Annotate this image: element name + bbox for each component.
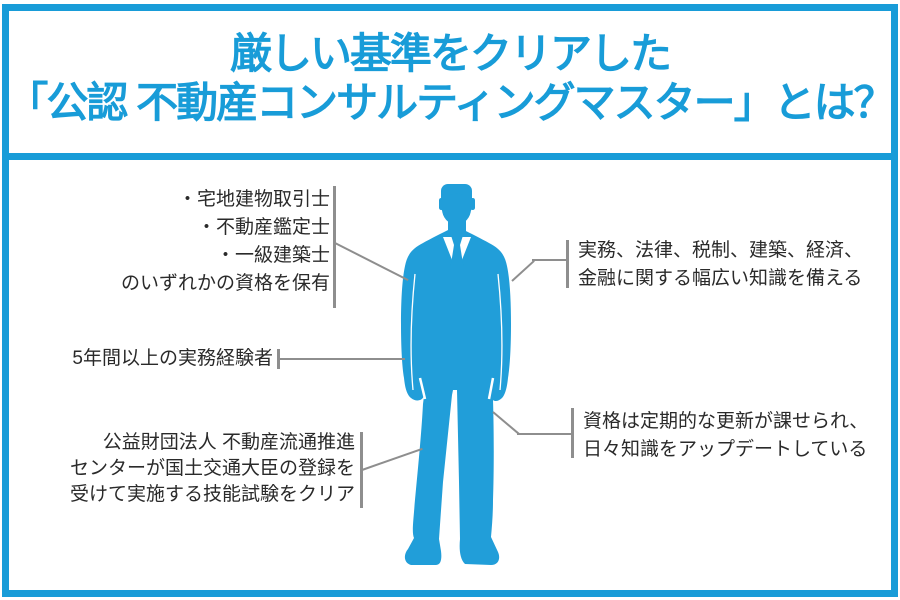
title-line-2: 「公認 不動産コンサルティングマスター」とは？ (6, 79, 895, 126)
callout-knowledge-line-1: 実務、法律、税制、建築、経済、 (578, 240, 864, 261)
callout-exam-line-1: 公益財団法人 不動産流通推進 (102, 432, 355, 453)
callout-experience: 5年間以上の実務経験者 (72, 346, 273, 372)
callout-qualifications-line-4: のいずれかの資格を保有 (120, 273, 330, 294)
callout-knowledge-line-2: 金融に関する幅広い知識を備える (578, 268, 863, 289)
callout-update: 資格は定期的な更新が課せられ、 日々知識をアップデートしている (583, 408, 868, 464)
connector-bar-knowledge (566, 240, 569, 288)
connector-tick-experience (277, 349, 280, 369)
callout-qualifications-line-1: ・宅地建物取引士 (177, 189, 330, 210)
callout-update-line-2: 日々知識をアップデートしている (583, 439, 868, 460)
callout-qualifications-line-2: ・不動産鑑定士 (196, 217, 330, 238)
callout-exam-line-2: センターが国土交通大臣の登録を (69, 458, 355, 479)
callout-knowledge: 実務、法律、税制、建築、経済、 金融に関する幅広い知識を備える (578, 237, 863, 293)
callout-experience-line-1: 5年間以上の実務経験者 (72, 348, 273, 369)
callout-exam-line-3: 受けて実施する技能試験をクリア (69, 484, 355, 505)
connector-line-knowledge (532, 259, 568, 261)
callout-exam: 公益財団法人 不動産流通推進 センターが国土交通大臣の登録を 受けて実施する技能… (70, 430, 355, 508)
connector-bar-qualifications (333, 186, 336, 308)
callout-qualifications-line-3: ・一級建築士 (215, 245, 330, 266)
connector-bar-exam (360, 432, 363, 508)
connector-line-experience (279, 358, 405, 360)
callout-update-line-1: 資格は定期的な更新が課せられ、 (583, 411, 869, 432)
banner-divider (2, 153, 898, 160)
page-title: 厳しい基準をクリアした 「公認 不動産コンサルティングマスター」とは？ (0, 29, 900, 127)
title-line-1: 厳しい基準をクリアした (229, 30, 672, 77)
callout-qualifications: ・宅地建物取引士 ・不動産鑑定士 ・一級建築士 のいずれかの資格を保有 (121, 186, 330, 298)
connector-line-update (517, 433, 573, 435)
businessman-silhouette-icon (401, 184, 511, 565)
